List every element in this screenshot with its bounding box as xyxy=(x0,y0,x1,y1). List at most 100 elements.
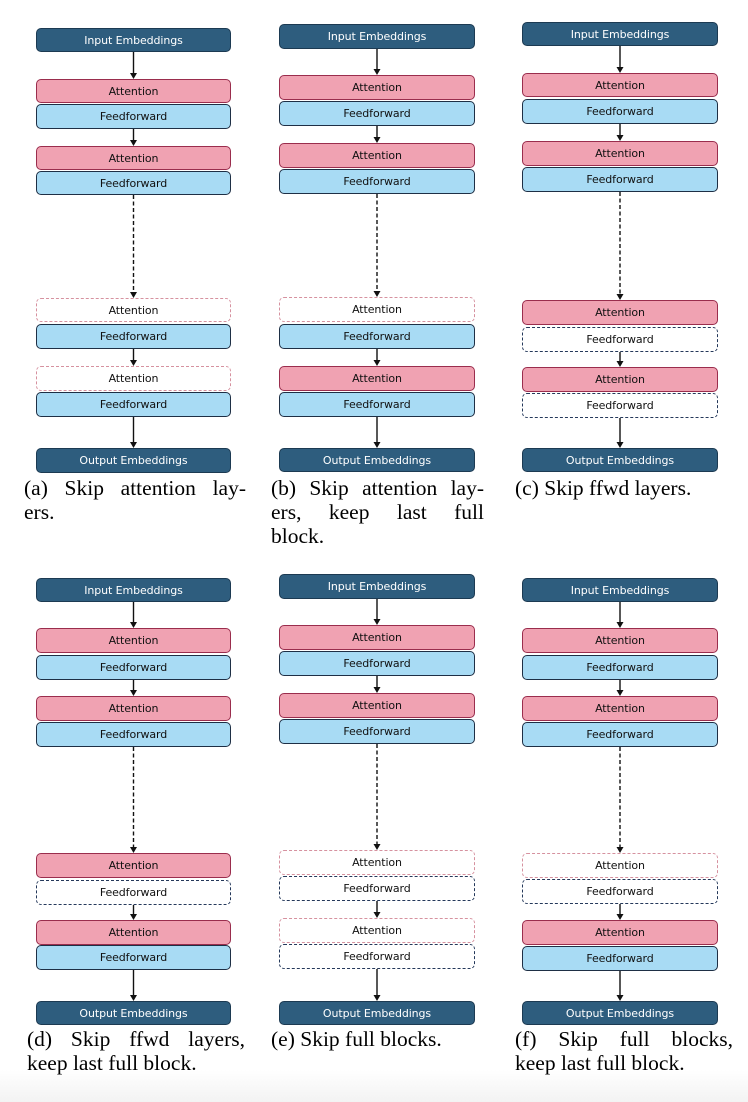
input-embeddings-label: Input Embeddings xyxy=(327,580,427,593)
feedforward-layer: Feedforward xyxy=(522,655,718,680)
attention-layer-skipped-label: Attention xyxy=(108,303,159,317)
attention-layer: Attention xyxy=(36,79,231,103)
caption-line: block. xyxy=(271,524,325,548)
ellipsis-arrow xyxy=(616,747,624,853)
feedforward-layer: Feedforward xyxy=(522,722,718,747)
attention-layer-skipped: Attention xyxy=(279,850,475,875)
output-embeddings-label: Output Embeddings xyxy=(565,453,675,467)
attention-layer-skipped: Attention xyxy=(36,298,231,322)
attention-layer: Attention xyxy=(279,75,475,100)
ellipsis-arrow xyxy=(130,195,137,298)
caption-line: keep last full block. xyxy=(27,1051,197,1075)
feedforward-layer-label: Feedforward xyxy=(343,657,411,670)
arrow xyxy=(130,349,137,366)
output-embeddings-label: Output Embeddings xyxy=(79,1006,188,1020)
input-embeddings-label: Input Embeddings xyxy=(570,27,670,41)
feedforward-layer: Feedforward xyxy=(522,167,718,192)
feedforward-layer: Feedforward xyxy=(36,324,231,349)
feedforward-layer: Feedforward xyxy=(279,392,475,417)
output-embeddings: Output Embeddings xyxy=(279,1001,475,1025)
output-embeddings: Output Embeddings xyxy=(522,448,718,472)
attention-layer-label: Attention xyxy=(352,149,402,162)
caption-f: (f) Skip full blocks,keep last full bloc… xyxy=(515,1027,733,1075)
attention-layer: Attention xyxy=(36,628,231,653)
attention-layer: Attention xyxy=(279,625,475,650)
arrow xyxy=(616,680,624,696)
attention-layer-skipped: Attention xyxy=(522,853,718,878)
caption-line: (d) Skip ffwd layers, xyxy=(27,1027,245,1051)
ellipsis-arrow xyxy=(616,192,624,300)
attention-layer-label: Attention xyxy=(595,634,645,647)
attention-layer-skipped: Attention xyxy=(279,297,475,322)
attention-layer-label: Attention xyxy=(595,306,645,319)
output-embeddings: Output Embeddings xyxy=(522,1001,718,1025)
feedforward-layer-label: Feedforward xyxy=(586,728,654,741)
caption-line: (b) Skip attention lay- xyxy=(271,476,484,500)
feedforward-layer: Feedforward xyxy=(36,392,231,417)
feedforward-layer: Feedforward xyxy=(279,719,475,744)
attention-layer-skipped-label: Attention xyxy=(595,859,645,872)
feedforward-layer: Feedforward xyxy=(36,945,231,970)
arrow xyxy=(373,417,381,448)
attention-layer: Attention xyxy=(522,73,718,97)
feedforward-layer-label: Feedforward xyxy=(343,398,411,411)
attention-layer-label: Attention xyxy=(595,373,645,386)
attention-layer-skipped-label: Attention xyxy=(352,303,402,316)
arrow xyxy=(373,676,381,693)
feedforward-layer-label: Feedforward xyxy=(586,952,654,965)
feedforward-layer: Feedforward xyxy=(279,101,475,126)
attention-layer-skipped-label: Attention xyxy=(352,856,402,869)
input-embeddings-label: Input Embeddings xyxy=(327,30,427,43)
caption-line: (e) Skip full blocks. xyxy=(271,1027,442,1051)
caption-line: (a) Skip attention lay- xyxy=(24,476,246,500)
caption-e: (e) Skip full blocks. xyxy=(271,1027,486,1051)
caption-line: ers. xyxy=(24,500,55,524)
attention-layer-label: Attention xyxy=(108,926,159,939)
feedforward-layer-skipped-label: Feedforward xyxy=(586,885,654,898)
feedforward-layer: Feedforward xyxy=(36,171,231,195)
arrow xyxy=(373,349,381,366)
arrow xyxy=(130,129,137,146)
output-embeddings: Output Embeddings xyxy=(279,448,475,472)
attention-layer-label: Attention xyxy=(352,81,402,94)
feedforward-layer-skipped: Feedforward xyxy=(36,880,231,905)
feedforward-layer-skipped-label: Feedforward xyxy=(99,886,168,899)
attention-layer-skipped-label: Attention xyxy=(352,924,402,937)
arrow xyxy=(130,905,137,920)
attention-layer-label: Attention xyxy=(108,702,159,715)
output-embeddings-label: Output Embeddings xyxy=(322,453,432,467)
attention-layer: Attention xyxy=(279,366,475,391)
arrow xyxy=(130,602,137,628)
feedforward-layer: Feedforward xyxy=(36,655,231,680)
attention-layer-label: Attention xyxy=(595,78,645,92)
attention-layer: Attention xyxy=(522,628,718,653)
attention-layer-skipped-label: Attention xyxy=(108,372,159,385)
ellipsis-arrow xyxy=(130,747,137,853)
input-embeddings: Input Embeddings xyxy=(522,578,718,602)
input-embeddings: Input Embeddings xyxy=(279,574,475,599)
attention-layer-label: Attention xyxy=(108,151,159,165)
ellipsis-arrow xyxy=(373,744,381,850)
feedforward-layer-label: Feedforward xyxy=(343,725,411,738)
attention-layer-label: Attention xyxy=(108,84,159,98)
attention-layer: Attention xyxy=(279,693,475,718)
feedforward-layer-skipped-label: Feedforward xyxy=(343,882,411,895)
attention-layer: Attention xyxy=(36,853,231,878)
attention-layer-skipped: Attention xyxy=(36,366,231,391)
feedforward-layer-skipped: Feedforward xyxy=(522,327,718,352)
output-embeddings: Output Embeddings xyxy=(36,1001,231,1025)
input-embeddings-label: Input Embeddings xyxy=(570,583,670,597)
output-embeddings-label: Output Embeddings xyxy=(79,454,188,467)
input-embeddings-label: Input Embeddings xyxy=(84,33,183,47)
attention-layer: Attention xyxy=(522,367,718,392)
ellipsis-arrow xyxy=(373,194,381,297)
input-embeddings: Input Embeddings xyxy=(36,578,231,602)
feedforward-layer-label: Feedforward xyxy=(99,330,168,343)
arrow xyxy=(616,602,624,628)
feedforward-layer-label: Feedforward xyxy=(99,951,168,964)
attention-layer-label: Attention xyxy=(595,702,645,715)
caption-line: ers, keep last full xyxy=(271,500,484,524)
feedforward-layer-skipped: Feedforward xyxy=(522,879,718,904)
arrow xyxy=(616,124,624,141)
attention-layer: Attention xyxy=(36,146,231,170)
